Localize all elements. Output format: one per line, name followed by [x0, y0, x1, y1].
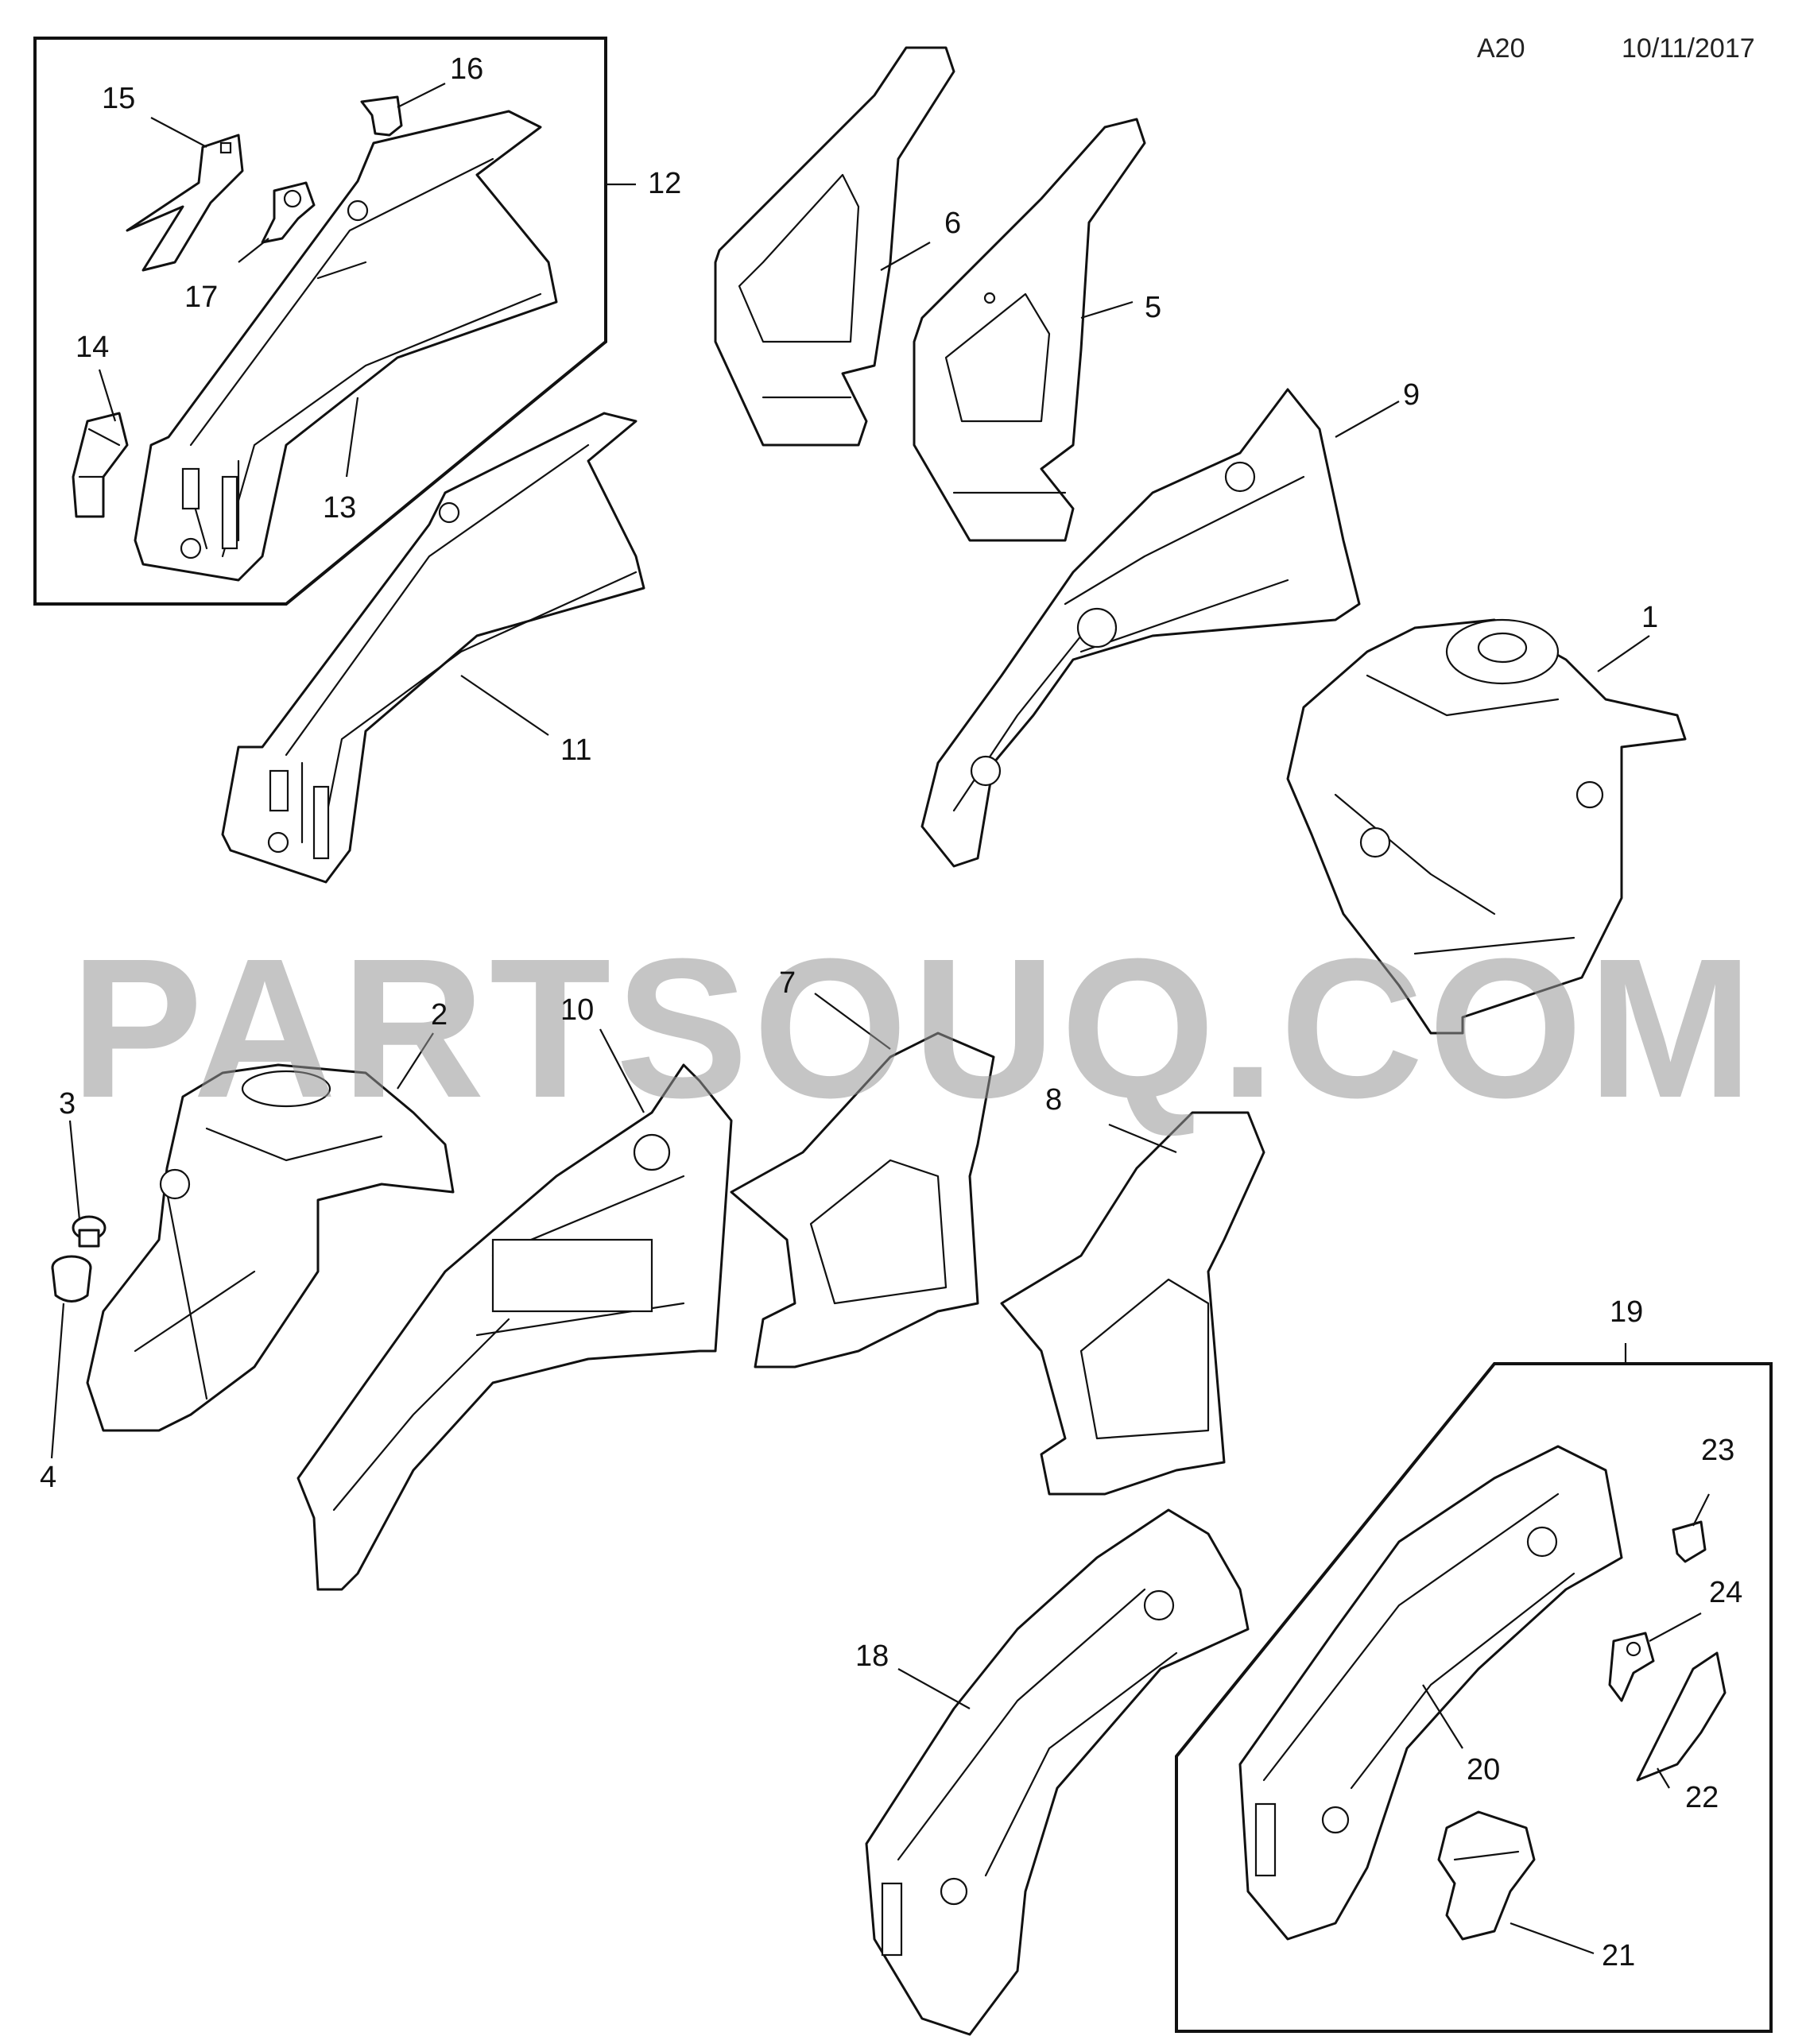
leader-15 [150, 117, 207, 148]
callout-3: 3 [59, 1087, 76, 1121]
group-frame-12 [33, 37, 607, 606]
leader-3 [68, 1120, 81, 1221]
part-17-clip [261, 181, 316, 244]
leader-22 [1657, 1767, 1670, 1789]
leader-10 [599, 1028, 645, 1113]
callout-24: 24 [1709, 1576, 1743, 1609]
callout-21: 21 [1602, 1939, 1636, 1972]
leader-9 [1335, 401, 1400, 438]
part-10-wheelhouse [296, 1063, 733, 1591]
part-3-grommet [72, 1215, 107, 1248]
callout-15: 15 [102, 82, 136, 115]
leader-20 [1422, 1684, 1463, 1749]
callout-10: 10 [560, 993, 595, 1027]
part-8-panel [1000, 1111, 1265, 1496]
callout-14: 14 [76, 331, 110, 364]
callout-8: 8 [1045, 1083, 1063, 1117]
part-13-front-rail [134, 110, 558, 582]
leader-17 [238, 238, 269, 263]
callout-11: 11 [560, 734, 592, 767]
part-1-strut-tower [1286, 618, 1687, 1035]
leader-6 [880, 242, 931, 271]
callout-13: 13 [323, 491, 357, 525]
callout-7: 7 [779, 966, 796, 1000]
leader-21 [1510, 1922, 1595, 1955]
leader-16 [397, 83, 446, 108]
callout-9: 9 [1403, 378, 1420, 412]
part-11-front-rail [221, 412, 645, 884]
part-24-clip [1608, 1632, 1655, 1702]
page-code: A20 [1477, 33, 1525, 64]
part-15-bracket [126, 134, 244, 272]
leader-2 [397, 1032, 434, 1090]
part-21-bracket [1437, 1810, 1536, 1941]
leader-4 [50, 1303, 65, 1459]
callout-4: 4 [40, 1461, 57, 1494]
leader-24 [1649, 1612, 1702, 1642]
group-frame-19 [1175, 1362, 1773, 2033]
callout-23: 23 [1701, 1434, 1735, 1467]
leader-5 [1080, 300, 1134, 319]
leader-1 [1597, 635, 1650, 672]
part-22-bracket [1636, 1651, 1727, 1782]
callout-20: 20 [1467, 1753, 1501, 1787]
part-16-clip [360, 95, 403, 137]
leader-8 [1108, 1123, 1177, 1154]
page-date: 10/11/2017 [1622, 33, 1755, 64]
leader-14 [98, 369, 117, 422]
part-20-rear-rail [1238, 1445, 1623, 1941]
callout-17: 17 [184, 281, 219, 314]
part-14-bracket [72, 412, 129, 518]
part-18-rear-rail [865, 1508, 1250, 2036]
part-6-panel [714, 46, 955, 447]
callout-12: 12 [648, 167, 682, 200]
part-7-panel [730, 1032, 995, 1368]
callout-18: 18 [855, 1639, 889, 1673]
part-5-panel [913, 118, 1146, 542]
callout-6: 6 [944, 207, 962, 240]
callout-5: 5 [1145, 291, 1162, 324]
leader-23 [1692, 1493, 1710, 1527]
leader-18 [897, 1668, 971, 1709]
callout-1: 1 [1641, 601, 1659, 634]
part-2-strut-tower [86, 1063, 455, 1432]
part-9-wheelhouse [920, 388, 1361, 868]
part-23-clip [1672, 1520, 1707, 1563]
callout-19: 19 [1610, 1295, 1644, 1329]
leader-11 [460, 675, 549, 736]
callout-2: 2 [431, 998, 448, 1032]
callout-16: 16 [450, 52, 484, 86]
leader-13 [345, 397, 359, 478]
part-4-bump-stop [51, 1255, 92, 1303]
leader-7 [814, 993, 891, 1050]
callout-22: 22 [1685, 1781, 1719, 1814]
